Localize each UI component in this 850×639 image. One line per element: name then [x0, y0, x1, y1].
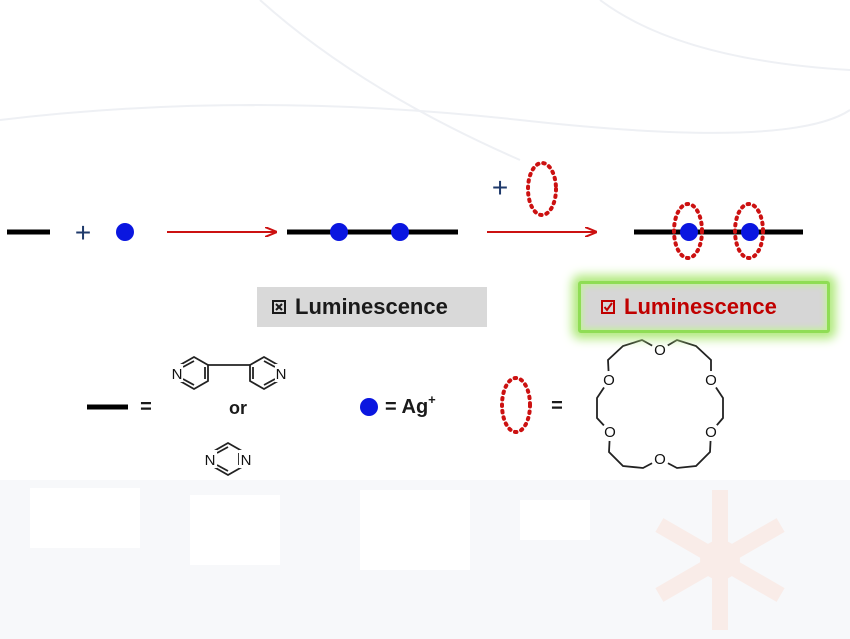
snowflake-watermark-icon — [655, 490, 785, 630]
ag-charge: + — [428, 392, 436, 407]
luminescence-on-text: Luminescence — [624, 294, 777, 319]
ag-legend-dot — [360, 398, 378, 416]
crown-ether-symbol — [526, 161, 558, 217]
nitrogen-label: N — [276, 366, 287, 383]
ag-ion-dot — [330, 223, 348, 241]
ag-ion-dot — [741, 223, 759, 241]
equals-sign: = — [551, 395, 563, 417]
crown-ether-structure — [596, 339, 724, 469]
luminescence-off-text: Luminescence — [295, 294, 448, 319]
x-box-icon — [272, 300, 286, 314]
nitrogen-label: N — [205, 452, 216, 469]
ag-ion-dot — [116, 223, 134, 241]
oxygen-label: O — [654, 342, 666, 359]
oxygen-label: O — [705, 372, 717, 389]
bipyridine-structure — [179, 355, 279, 391]
oxygen-label: O — [603, 372, 615, 389]
oxygen-label: O — [604, 424, 616, 441]
ag-ion-dot — [680, 223, 698, 241]
nitrogen-label: N — [241, 452, 252, 469]
crown-oxygen-masks — [600, 341, 720, 468]
nitrogen-label: N — [172, 366, 183, 383]
pyrazine-structure — [213, 441, 243, 477]
check-box-icon — [601, 300, 615, 314]
ag-label: = Ag+ — [385, 392, 436, 418]
luminescence-off-label: Luminescence — [257, 287, 487, 327]
crown-ether-symbol — [733, 202, 765, 260]
or-label: or — [229, 398, 247, 418]
crown-ether-symbol — [672, 202, 704, 260]
plus-sign: + — [75, 217, 91, 248]
oxygen-label: O — [654, 451, 666, 468]
oxygen-label: O — [705, 424, 717, 441]
luminescence-on-label: Luminescence — [578, 281, 830, 333]
ag-ion-dot — [391, 223, 409, 241]
equals-sign: = — [140, 396, 152, 418]
plus-sign: + — [492, 172, 508, 203]
crown-ether-legend-symbol — [500, 376, 532, 434]
